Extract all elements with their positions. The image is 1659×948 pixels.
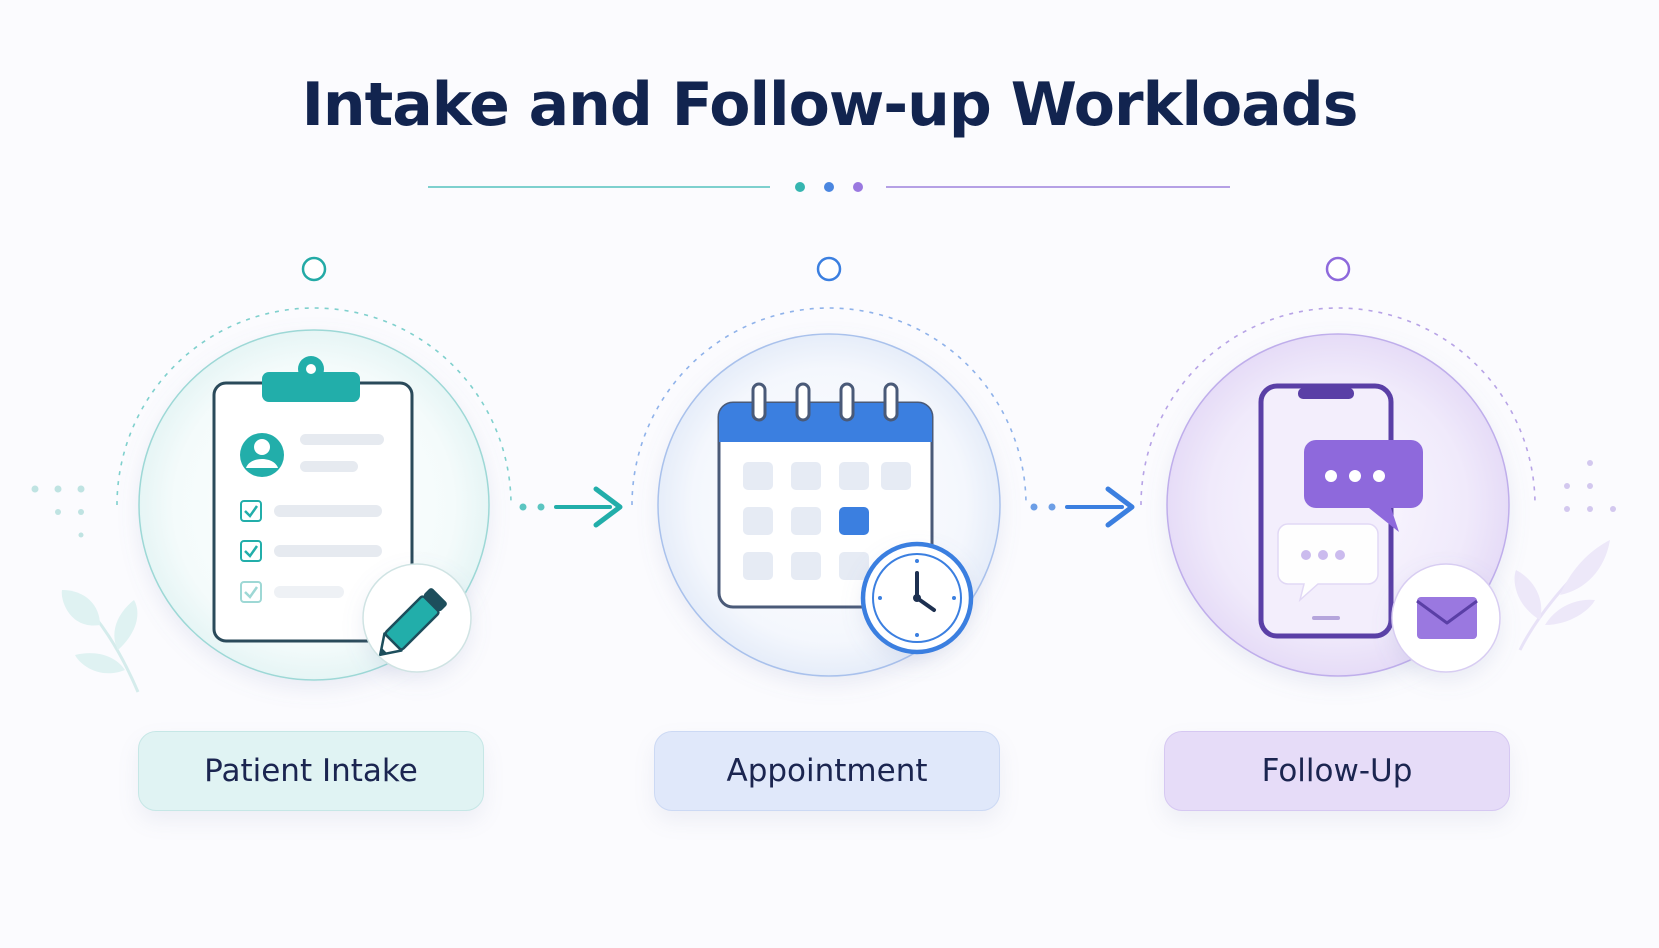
step-label-patient-intake: Patient Intake: [138, 731, 484, 811]
clipboard-icon: [212, 356, 414, 643]
flow-arrow-1: [519, 486, 623, 528]
flow-arrow-2: [1030, 486, 1135, 528]
decor-dots-left: [31, 485, 85, 538]
calendar-icon: [717, 382, 934, 609]
step-follow-up: [1140, 256, 1536, 677]
step-appointment: [631, 256, 1027, 677]
step-node-marker: [816, 256, 842, 282]
leaf-decoration-right: [1514, 540, 1610, 651]
step-node-marker: [301, 256, 327, 282]
divider-dot: [853, 182, 863, 192]
step-label-appointment: Appointment: [654, 731, 1000, 811]
page-title: Intake and Follow-up Workloads: [301, 70, 1359, 140]
divider-dot: [795, 182, 805, 192]
leaf-decoration-left: [61, 590, 140, 693]
divider-dot: [824, 182, 834, 192]
step-node-marker: [1325, 256, 1351, 282]
envelope-icon: [1391, 563, 1501, 673]
title-divider: [428, 182, 1230, 192]
chat-bubble-icon: [1304, 440, 1423, 532]
pencil-icon: [362, 563, 472, 673]
clock-icon: [860, 541, 974, 655]
chat-bubble-secondary-icon: [1277, 523, 1379, 603]
step-patient-intake: [116, 256, 512, 681]
smartphone-icon: [1258, 383, 1394, 639]
step-label-follow-up: Follow-Up: [1164, 731, 1510, 811]
decor-dots-right: [1564, 460, 1616, 512]
